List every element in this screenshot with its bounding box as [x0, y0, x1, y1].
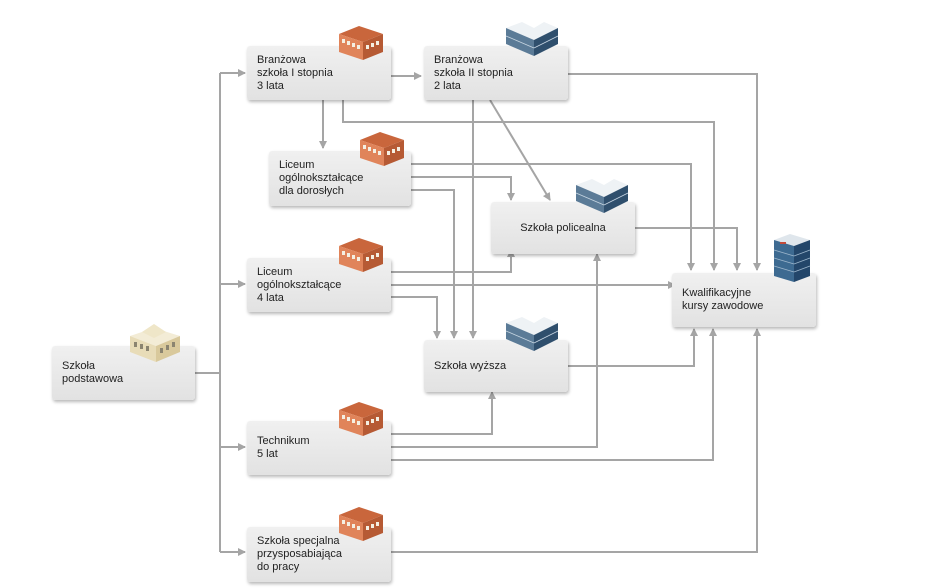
node-szkola-wyzsza: Szkoła wyższa	[424, 340, 568, 392]
brick-school-building-icon	[339, 402, 383, 436]
node-liceum-dla-doroslych: Liceum ogólnokształcące dla dorosłych	[269, 151, 411, 206]
connector-technikum-to-policealna	[391, 253, 601, 448]
connector-technikum-to-wyzsza	[391, 391, 496, 435]
connector-branzowa2-to-policealna	[489, 99, 551, 201]
node-label: Szkoła specjalna przysposabiająca do pra…	[257, 535, 342, 573]
node-szkola-policealna: Szkoła policealna	[491, 202, 635, 254]
connector-liceum-dorosli-to-wyzsza	[411, 189, 458, 339]
node-label: Szkoła wyższa	[434, 359, 507, 372]
tower-building-icon	[773, 234, 811, 282]
node-label: Technikum 5 lat	[257, 435, 310, 460]
connector-liceum-dorosli-to-kursy	[411, 163, 695, 271]
connector-branzowa1-to-kursy	[342, 100, 718, 271]
brick-school-building-icon	[339, 238, 383, 272]
node-label: Szkoła policealna	[520, 221, 606, 234]
node-kwalifikacyjne-kursy-zawodowe: Kwalifikacyjne kursy zawodowe	[672, 273, 816, 327]
node-szkola-specjalna: Szkoła specjalna przysposabiająca do pra…	[247, 527, 391, 582]
connector-technikum-to-kursy	[391, 328, 717, 461]
node-label: Liceum ogólnokształcące 4 lata	[257, 265, 342, 304]
node-branzowa-szkola-2-stopnia: Branżowa szkoła II stopnia 2 lata	[424, 46, 568, 100]
connector-policealna-to-kursy	[635, 227, 741, 271]
connector-specjalna-to-kursy	[391, 328, 761, 553]
glass-office-building-icon	[575, 179, 629, 213]
glass-office-building-icon	[505, 22, 559, 56]
node-label: Szkoła podstawowa	[62, 360, 124, 385]
node-label: Kwalifikacyjne kursy zawodowe	[682, 287, 764, 312]
connector-liceum4-to-policealna	[391, 249, 515, 273]
node-label: Liceum ogólnokształcące dla dorosłych	[279, 159, 364, 197]
brick-school-building-icon	[339, 507, 383, 541]
classic-school-building-icon	[130, 324, 180, 362]
node-label: Branżowa szkoła I stopnia 3 lata	[257, 53, 333, 92]
connector-wyzsza-to-kursy	[568, 328, 698, 367]
connector-branzowa2-to-kursy	[568, 73, 761, 271]
brick-school-building-icon	[339, 26, 383, 60]
glass-office-building-icon	[505, 317, 559, 351]
brick-school-building-icon	[360, 132, 404, 166]
node-label: Branżowa szkoła II stopnia 2 lata	[434, 53, 513, 92]
connector-liceum-dorosli-to-policealna	[411, 176, 515, 201]
connector-liceum4-to-wyzsza	[391, 296, 441, 339]
